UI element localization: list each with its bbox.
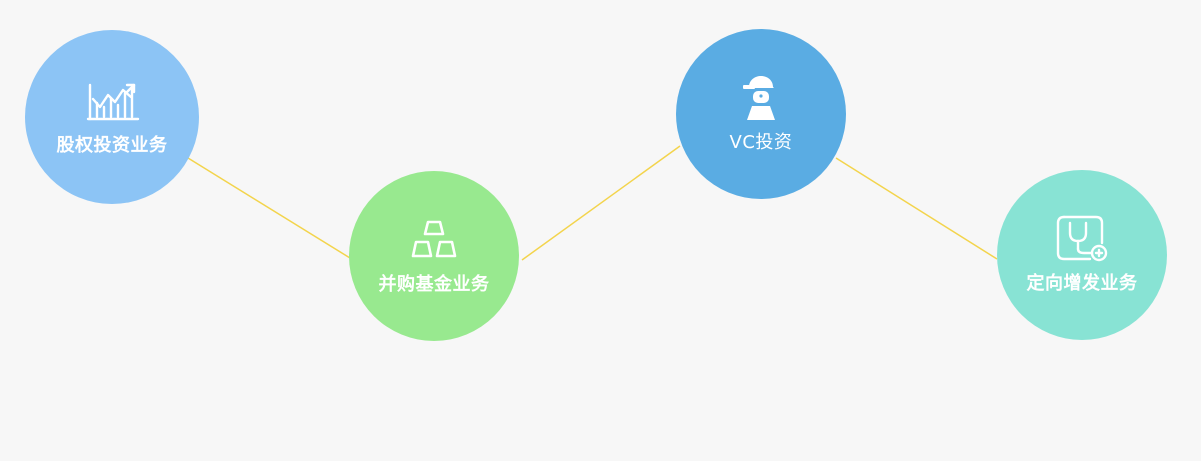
- service-label: 定向增发业务: [1026, 273, 1138, 294]
- service-private-placement[interactable]: 定向增发业务: [997, 170, 1167, 340]
- gold-bars-icon: [411, 220, 457, 258]
- service-label: VC投资: [729, 132, 793, 153]
- service-label: 并购基金业务: [378, 274, 490, 295]
- connector-line: [835, 157, 998, 260]
- connector-line: [187, 157, 351, 259]
- connector-line: [521, 145, 681, 261]
- stethoscope-icon: [1056, 215, 1108, 262]
- service-mna-fund[interactable]: 并购基金业务: [349, 171, 519, 341]
- worker-helmet-icon: [743, 76, 775, 120]
- service-vc-investment[interactable]: VC投资: [676, 29, 846, 199]
- service-equity-investment[interactable]: 股权投资业务: [25, 30, 199, 204]
- growth-chart-icon: [86, 83, 140, 121]
- service-label: 股权投资业务: [56, 135, 168, 156]
